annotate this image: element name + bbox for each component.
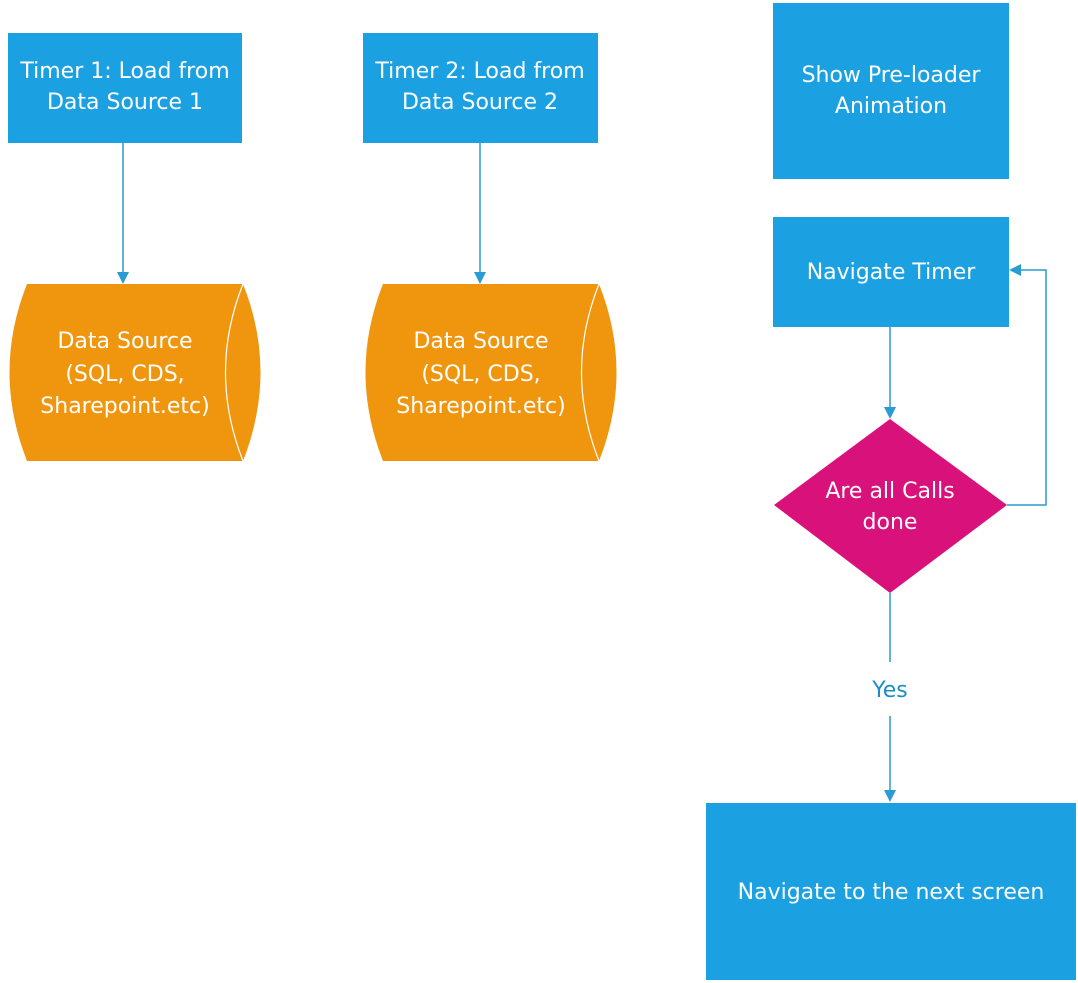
node-next-screen: Navigate to the next screen xyxy=(706,803,1076,980)
decision-diamond xyxy=(774,419,1007,593)
node-label-line: Sharepoint.etc) xyxy=(40,394,209,419)
node-label-line: Show Pre-loader xyxy=(802,63,982,88)
connectors: Yes xyxy=(117,143,1047,802)
edge-label-yes: Yes xyxy=(871,678,908,703)
datasource-cylinder-edge xyxy=(224,283,244,462)
node-label-line: (SQL, CDS, xyxy=(421,362,540,387)
node-preloader: Show Pre-loader Animation xyxy=(773,3,1009,179)
node-label-line: Are all Calls xyxy=(825,479,954,504)
node-navigate-timer: Navigate Timer xyxy=(773,217,1009,327)
node-decision: Are all Calls done xyxy=(774,419,1007,593)
node-label-line: Data Source 1 xyxy=(47,90,203,115)
node-label-line: (SQL, CDS, xyxy=(65,362,184,387)
process-box xyxy=(363,33,598,143)
node-timer2: Timer 2: Load from Data Source 2 xyxy=(363,33,598,143)
datasource-cylinder xyxy=(9,284,261,461)
edge-decision-loop-to-navigate-timer xyxy=(1007,264,1047,506)
node-label-line: Data Source 2 xyxy=(402,90,558,115)
node-label-line: Data Source xyxy=(413,329,548,354)
node-label-line: Timer 2: Load from xyxy=(374,59,584,84)
node-label-line: Animation xyxy=(835,94,947,119)
datasource-cylinder-edge xyxy=(580,283,600,462)
node-label-line: Timer 1: Load from xyxy=(19,59,229,84)
node-label-line: Navigate Timer xyxy=(807,260,977,285)
process-box xyxy=(773,217,1009,327)
node-timer1: Timer 1: Load from Data Source 1 xyxy=(8,33,242,143)
datasource-cylinder xyxy=(365,284,617,461)
node-label-line: done xyxy=(863,510,918,535)
process-box xyxy=(706,803,1076,980)
node-label-line: Sharepoint.etc) xyxy=(396,394,565,419)
node-label-line: Data Source xyxy=(57,329,192,354)
process-box xyxy=(773,3,1009,179)
node-label-line: Navigate to the next screen xyxy=(738,880,1045,905)
node-datasource1: Data Source (SQL, CDS, Sharepoint.etc) xyxy=(9,283,261,462)
node-datasource2: Data Source (SQL, CDS, Sharepoint.etc) xyxy=(365,283,617,462)
process-box xyxy=(8,33,242,143)
